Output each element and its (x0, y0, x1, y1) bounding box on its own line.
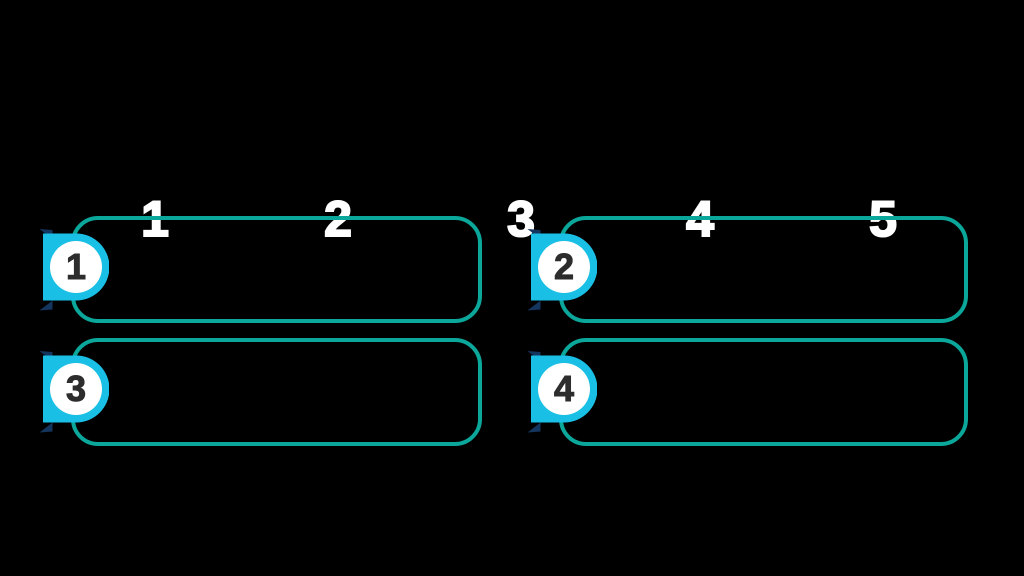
step-badge-1: 1 (37, 228, 109, 315)
badge-ribbon-graphic (527, 351, 597, 433)
step-box-4: 4 (527, 338, 968, 446)
step-badge-4: 4 (525, 351, 597, 437)
badge-ribbon-graphic (39, 228, 109, 310)
badge-circle (50, 363, 102, 415)
step-box-3: 3 (39, 338, 482, 446)
step-box-1: 1 (39, 216, 482, 323)
badge-number: 1 (65, 245, 87, 287)
badge-circle (538, 363, 590, 415)
step-box-2: 2 (527, 216, 968, 323)
badge-number: 4 (553, 368, 575, 409)
ribbon-fold-bottom-icon (39, 422, 53, 433)
badge-ribbon-graphic (39, 351, 109, 433)
badge-circle (50, 240, 102, 293)
ribbon-fold-bottom-icon (527, 422, 541, 433)
step-badge-3: 3 (37, 351, 109, 437)
step-badge-2: 2 (525, 228, 597, 315)
badge-circle (538, 240, 590, 293)
step-number-3: 3 (506, 191, 536, 247)
ribbon-fold-bottom-icon (527, 300, 541, 310)
ribbon-fold-bottom-icon (39, 300, 53, 310)
badge-ribbon-graphic (527, 228, 597, 310)
badge-number: 3 (65, 368, 87, 409)
badge-number: 2 (553, 245, 575, 287)
